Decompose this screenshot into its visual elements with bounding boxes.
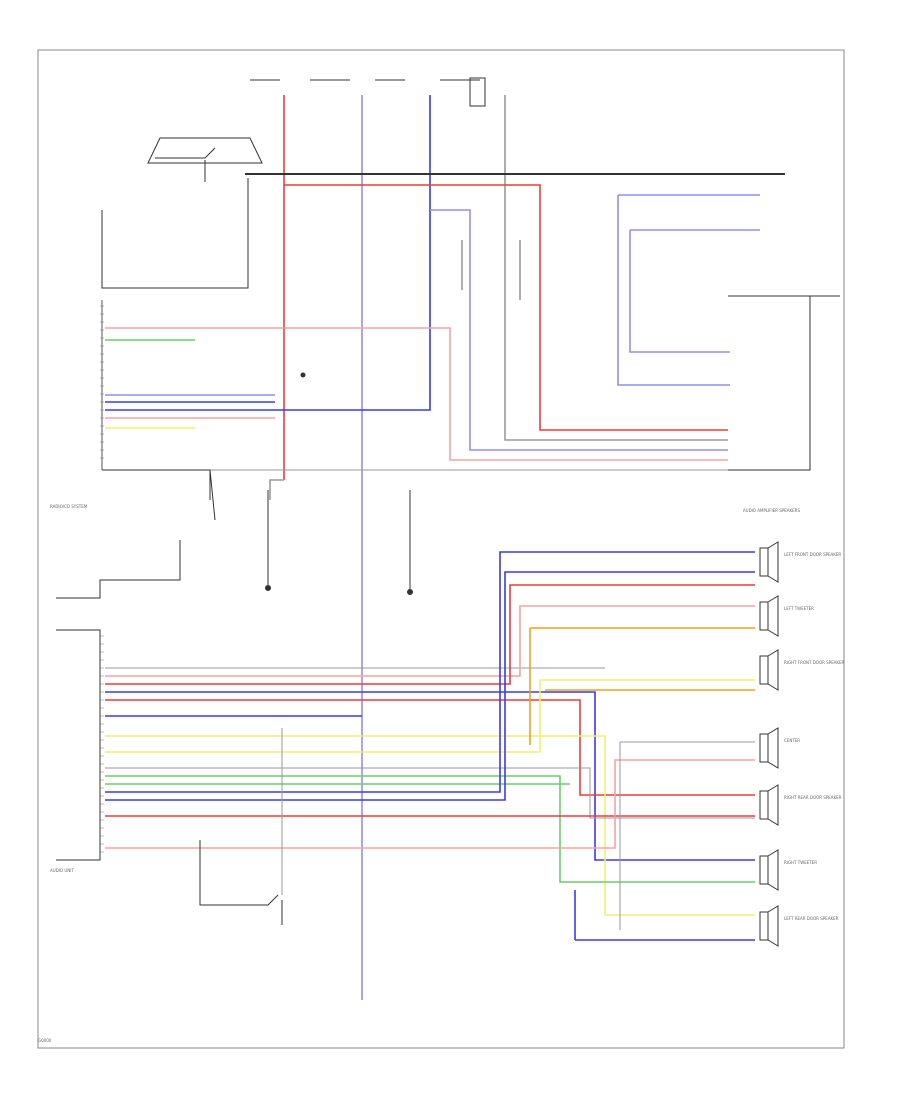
audio-unit-box: [56, 629, 101, 861]
wire-audio-5: [105, 699, 755, 796]
speaker-left-rear-door: [759, 905, 779, 947]
text-group: LEFT FRONT DOOR SPEAKER LEFT TWEETER RIGHT…: [38, 504, 845, 1043]
module-label-upper: RADIO/CD SYSTEM: [50, 504, 88, 509]
ground-center: [407, 490, 413, 595]
wire-lb-right1: [617, 195, 730, 386]
wire-blue-top: [105, 95, 431, 411]
speaker-right-front-door: [759, 649, 779, 691]
wire-stub: [269, 479, 284, 500]
bottom-switch: [199, 840, 279, 906]
wire-group: [100, 95, 760, 1000]
wire-audio-15: [105, 759, 755, 849]
speaker-label: LEFT FRONT DOOR SPEAKER: [784, 552, 841, 557]
speaker-left-tweeter: [759, 595, 779, 637]
speaker-center: [759, 727, 779, 769]
speaker-label: LEFT TWEETER: [784, 606, 814, 611]
right-connector-box: [728, 295, 811, 471]
speaker-label: RIGHT FRONT DOOR SPEAKER: [784, 660, 845, 665]
wire-red-bus: [284, 184, 728, 431]
wire-audio-8: [105, 679, 755, 753]
static-shapes: [56, 77, 840, 925]
wire-audio-3: [105, 584, 755, 685]
antenna-symbol: [147, 137, 263, 164]
speaker-label: RIGHT REAR DOOR SPEAKER: [784, 795, 842, 800]
speaker-label: LEFT REAR DOOR SPEAKER: [784, 916, 839, 921]
module-label-lower: AUDIO UNIT: [50, 868, 74, 873]
speaker-label: RIGHT TWEETER: [784, 860, 817, 865]
wire-lb-right2: [629, 230, 730, 353]
wire-audio-7: [105, 735, 755, 916]
wire-audio-4: [105, 691, 755, 861]
wire-pink-mod: [105, 327, 728, 461]
speakers-block-label: AUDIO AMPLIFIER SPEAKERS: [743, 508, 801, 513]
wire-audio-2: [105, 605, 755, 677]
speaker-right-rear-door: [759, 784, 779, 826]
speaker-left-front-door: [759, 541, 779, 583]
speaker-label: CENTER: [784, 738, 800, 743]
ground-left: [265, 490, 271, 591]
wire-audio-9: [105, 767, 755, 819]
wire-audio-10: [105, 775, 755, 883]
speaker-group: [759, 541, 779, 947]
speaker-right-tweeter: [759, 849, 779, 891]
wire-audio-12: [105, 551, 755, 793]
wire-lightblue-bus: [430, 209, 728, 451]
footer-code: G0000: [38, 1038, 52, 1043]
radio-module-box: [101, 178, 249, 289]
diagram-frame: [37, 49, 845, 1049]
wire-gray-top: [504, 95, 728, 441]
wire-audio-13: [105, 571, 755, 801]
